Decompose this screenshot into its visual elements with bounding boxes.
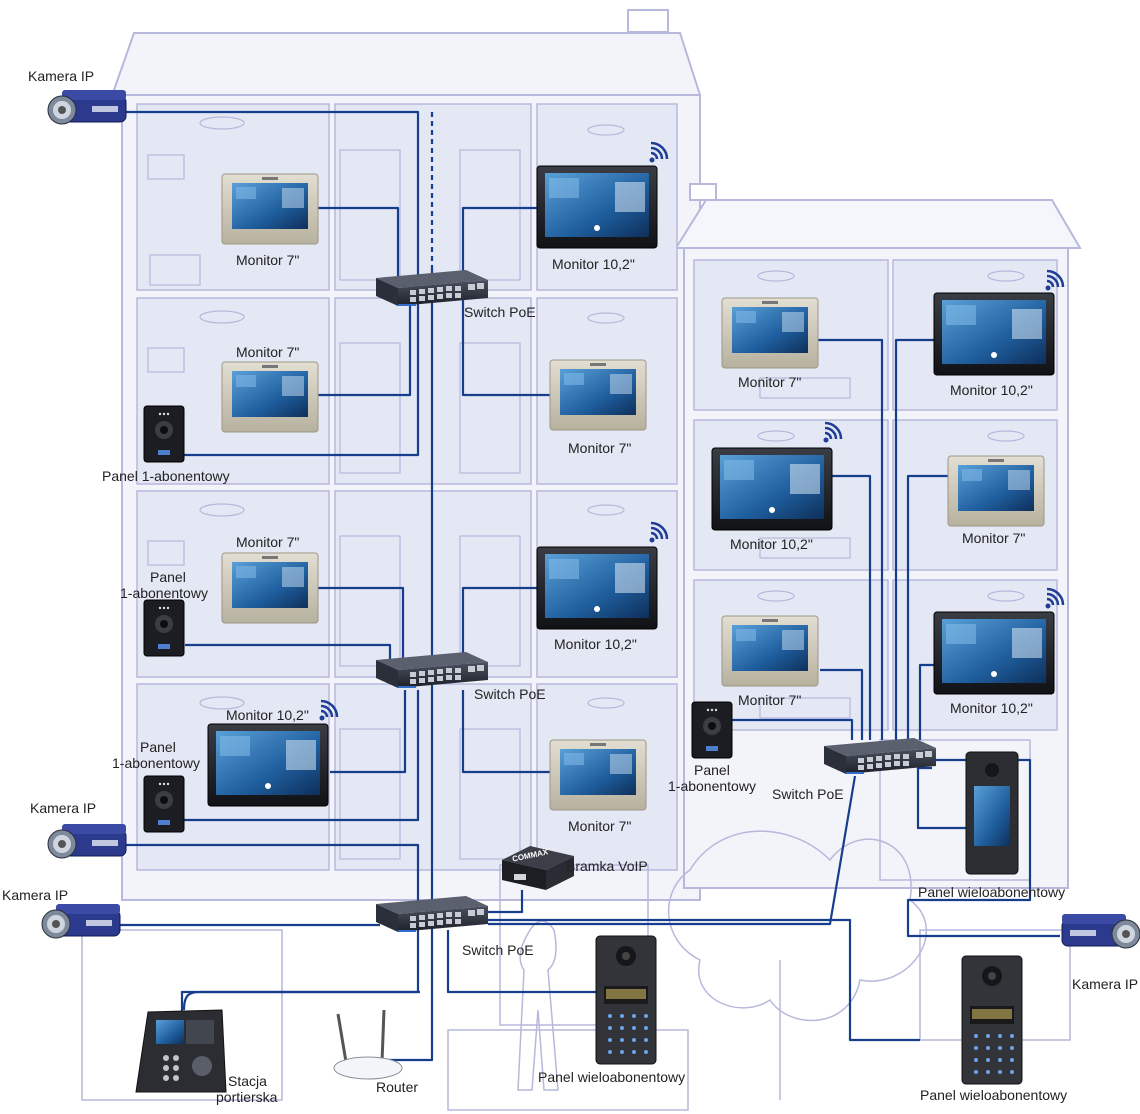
label-monitor-10-r-b: Monitor 10,2"	[730, 536, 813, 552]
panel-1-a	[144, 406, 184, 462]
monitor-10-r-a	[934, 293, 1054, 375]
ip-camera-mid	[48, 824, 126, 858]
switch-poe-3	[376, 896, 488, 932]
label-monitor-10-r-a: Monitor 10,2"	[950, 382, 1033, 398]
monitor-7-e	[550, 740, 646, 810]
monitor-7-r-c	[722, 616, 818, 686]
monitor-7-r-a	[722, 298, 818, 368]
label-switch-poe-2: Switch PoE	[474, 686, 546, 702]
label-monitor-7-b: Monitor 7"	[236, 344, 299, 360]
monitor-10-r-b	[712, 448, 832, 530]
panel-1-r	[692, 702, 732, 758]
label-multi-panel-bottom: Panel wieloabonentowy	[538, 1069, 685, 1085]
label-concierge-line1: Stacja	[228, 1073, 267, 1089]
ip-camera-top	[48, 90, 126, 124]
label-monitor-7-r-c: Monitor 7"	[738, 692, 801, 708]
label-ip-camera-right: Kamera IP	[1072, 976, 1138, 992]
label-monitor-7-r-a: Monitor 7"	[738, 374, 801, 390]
monitor-10-r-c	[934, 612, 1054, 694]
panel-1-b	[144, 600, 184, 656]
label-monitor-7-r-b: Monitor 7"	[962, 530, 1025, 546]
label-monitor-7-d: Monitor 7"	[236, 534, 299, 550]
label-switch-poe-1: Switch PoE	[464, 304, 536, 320]
ip-camera-right	[1062, 914, 1140, 948]
label-monitor-7-c: Monitor 7"	[568, 440, 631, 456]
label-multi-panel-right: Panel wieloabonentowy	[920, 1087, 1067, 1103]
label-panel-r-line2: 1-abonentowy	[668, 778, 756, 794]
label-monitor-10-a: Monitor 10,2"	[552, 256, 635, 272]
router	[334, 1010, 402, 1079]
panel-1-c	[144, 776, 184, 832]
monitor-10-a	[537, 166, 657, 248]
label-ip-camera-low: Kamera IP	[2, 887, 68, 903]
multi-panel-bottom	[596, 936, 656, 1064]
label-switch-poe-4: Switch PoE	[772, 786, 844, 802]
monitor-7-c	[550, 360, 646, 430]
multi-panel-touch	[966, 752, 1018, 874]
label-multi-panel-touch: Panel wieloabonentowy	[918, 884, 1065, 900]
label-panel-r-line1: Panel	[694, 762, 730, 778]
monitor-7-a	[222, 174, 318, 244]
monitor-7-b	[222, 362, 318, 432]
label-panel-2-line1: Panel	[150, 569, 186, 585]
label-panel-3-line1: Panel	[140, 739, 176, 755]
monitor-7-d	[222, 553, 318, 623]
label-panel-1-a: Panel 1-abonentowy	[102, 468, 230, 484]
label-ip-camera-top: Kamera IP	[28, 68, 94, 84]
monitor-7-r-b	[948, 456, 1044, 526]
label-switch-poe-3: Switch PoE	[462, 942, 534, 958]
label-monitor-10-c: Monitor 10,2"	[226, 707, 309, 723]
label-monitor-7-a: Monitor 7"	[236, 252, 299, 268]
multi-panel-right	[962, 956, 1022, 1084]
label-concierge-line2: portierska	[216, 1089, 277, 1105]
label-panel-2-line2: 1-abonentowy	[120, 585, 208, 601]
label-monitor-10-b: Monitor 10,2"	[554, 636, 637, 652]
monitor-10-c	[208, 724, 328, 806]
monitor-10-b	[537, 547, 657, 629]
label-voip-gateway: Bramka VoIP	[566, 858, 648, 874]
ip-camera-low	[42, 904, 120, 938]
label-panel-3-line2: 1-abonentowy	[112, 755, 200, 771]
label-ip-camera-mid: Kamera IP	[30, 800, 96, 816]
label-monitor-10-r-c: Monitor 10,2"	[950, 700, 1033, 716]
label-router: Router	[376, 1079, 418, 1095]
label-monitor-7-e: Monitor 7"	[568, 818, 631, 834]
